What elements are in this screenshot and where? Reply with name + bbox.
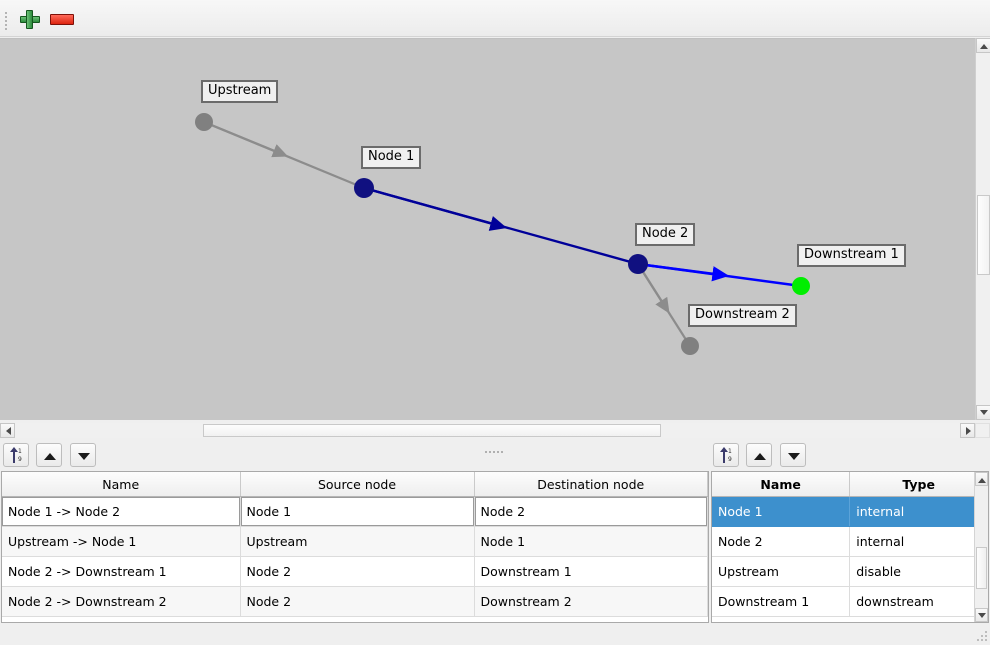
graph-drawing: [195, 113, 810, 355]
nodes-column-header-type[interactable]: Type: [849, 472, 988, 497]
splitter-grip: [485, 441, 505, 456]
main-toolbar: [0, 0, 990, 37]
nodes-cell-type[interactable]: disable: [849, 556, 988, 587]
table-row[interactable]: Upstream disable: [712, 556, 988, 587]
graph-node-node2[interactable]: [628, 254, 648, 274]
resize-grip-icon[interactable]: [976, 631, 988, 643]
edges-table-header-row: Name Source node Destination node: [2, 472, 708, 497]
graph-node-upstream[interactable]: [195, 113, 213, 131]
sort-digit-bottom: 9: [728, 456, 732, 463]
graph-node-downstream2[interactable]: [681, 337, 699, 355]
nodes-cell-name[interactable]: Node 1: [712, 496, 851, 527]
edges-cell-destination[interactable]: Downstream 1: [474, 556, 708, 587]
edge-upstream-node1-arrow: [203, 120, 289, 158]
nodes-cell-name[interactable]: Upstream: [712, 556, 851, 587]
scroll-down-icon[interactable]: [976, 405, 990, 420]
graph-hscroll-thumb[interactable]: [203, 424, 661, 437]
arrow-down-icon: [788, 453, 800, 460]
edge-node2-downstream1-arrow: [637, 262, 730, 282]
scrollbar-corner: [975, 423, 990, 438]
edges-cell-name[interactable]: Node 1 -> Node 2: [2, 496, 241, 527]
edges-column-header-destination[interactable]: Destination node: [474, 472, 708, 497]
sort-digit-top: 1: [728, 448, 732, 455]
table-row[interactable]: Upstream -> Node 1 Upstream Node 1: [2, 526, 708, 557]
edges-column-header-name[interactable]: Name: [2, 472, 241, 497]
edges-table-panel[interactable]: Name Source node Destination node Node 1…: [1, 471, 709, 623]
sort-digit-top: 1: [18, 448, 22, 455]
edges-cell-name[interactable]: Upstream -> Node 1: [2, 526, 241, 557]
nodes-table: Name Type Node 1 internal Node 2 interna…: [712, 472, 988, 617]
graph-node-downstream1[interactable]: [792, 277, 810, 295]
arrow-down-icon: [78, 453, 90, 460]
table-row[interactable]: Node 1 internal: [712, 496, 988, 527]
graph-vertical-scrollbar[interactable]: [975, 38, 990, 420]
edges-cell-destination[interactable]: Downstream 2: [474, 586, 708, 617]
minus-icon: [50, 14, 74, 25]
nodes-cell-type[interactable]: internal: [849, 496, 988, 527]
nodes-sort-button[interactable]: 1 9: [713, 443, 739, 467]
nodes-cell-name[interactable]: Node 2: [712, 526, 851, 557]
edge-node1-node2-arrow: [363, 186, 507, 231]
add-node-button[interactable]: [16, 7, 44, 31]
nodes-table-header-row: Name Type: [712, 472, 988, 497]
scroll-left-icon[interactable]: [0, 423, 15, 438]
graph-label-node2[interactable]: Node 2: [635, 223, 696, 246]
panel-splitter[interactable]: [0, 438, 990, 453]
sort-icon: 1 9: [9, 447, 25, 464]
edges-cell-name[interactable]: Node 2 -> Downstream 1: [2, 556, 241, 587]
nodes-cell-name[interactable]: Downstream 1: [712, 586, 851, 617]
graph-label-downstream2[interactable]: Downstream 2: [688, 304, 797, 327]
table-row[interactable]: Node 2 -> Downstream 1 Node 2 Downstream…: [2, 556, 708, 587]
edges-sort-button[interactable]: 1 9: [3, 443, 29, 467]
graph-horizontal-scrollbar[interactable]: [0, 423, 990, 438]
table-row[interactable]: Node 1 -> Node 2 Node 1 Node 2: [2, 496, 708, 527]
arrow-up-icon: [754, 453, 766, 460]
table-row[interactable]: Downstream 1 downstream: [712, 586, 988, 617]
arrow-up-icon: [44, 453, 56, 460]
nodes-move-up-button[interactable]: [746, 443, 772, 467]
edges-column-header-source[interactable]: Source node: [240, 472, 475, 497]
nodes-cell-type[interactable]: downstream: [849, 586, 988, 617]
graph-node-node1[interactable]: [354, 178, 374, 198]
nodes-table-scroll-thumb[interactable]: [976, 547, 987, 589]
nodes-move-down-button[interactable]: [780, 443, 806, 467]
edges-cell-source[interactable]: Node 2: [240, 586, 475, 617]
sort-icon: 1 9: [719, 447, 735, 464]
scroll-up-icon[interactable]: [975, 472, 988, 486]
graph-canvas[interactable]: Upstream Node 1 Node 2 Downstream 1 Down…: [0, 38, 990, 420]
edges-cell-name[interactable]: Node 2 -> Downstream 2: [2, 586, 241, 617]
edges-table: Name Source node Destination node Node 1…: [2, 472, 708, 617]
graph-label-upstream[interactable]: Upstream: [201, 80, 279, 103]
scroll-up-icon[interactable]: [976, 38, 990, 53]
toolbar-drag-handle[interactable]: [4, 10, 10, 30]
edges-cell-destination[interactable]: Node 1: [474, 526, 708, 557]
sort-digit-bottom: 9: [18, 456, 22, 463]
table-row[interactable]: Node 2 internal: [712, 526, 988, 557]
scroll-right-icon[interactable]: [960, 423, 975, 438]
edges-move-up-button[interactable]: [36, 443, 62, 467]
scroll-down-icon[interactable]: [975, 608, 988, 622]
table-row[interactable]: Node 2 -> Downstream 2 Node 2 Downstream…: [2, 586, 708, 617]
edges-move-down-button[interactable]: [70, 443, 96, 467]
graph-label-downstream1[interactable]: Downstream 1: [797, 244, 906, 267]
edges-cell-source[interactable]: Node 1: [240, 496, 475, 527]
nodes-cell-type[interactable]: internal: [849, 526, 988, 557]
graph-label-node1[interactable]: Node 1: [361, 146, 422, 169]
edges-cell-source[interactable]: Upstream: [240, 526, 475, 557]
delete-node-button[interactable]: [48, 7, 76, 31]
edges-cell-source[interactable]: Node 2: [240, 556, 475, 587]
edges-cell-destination[interactable]: Node 2: [474, 496, 708, 527]
graph-vscroll-thumb[interactable]: [977, 195, 990, 275]
status-strip: [0, 624, 990, 645]
nodes-table-scrollbar[interactable]: [974, 472, 988, 622]
nodes-column-header-name[interactable]: Name: [712, 472, 851, 497]
plus-icon: [20, 10, 40, 29]
nodes-table-panel[interactable]: Name Type Node 1 internal Node 2 interna…: [711, 471, 989, 623]
